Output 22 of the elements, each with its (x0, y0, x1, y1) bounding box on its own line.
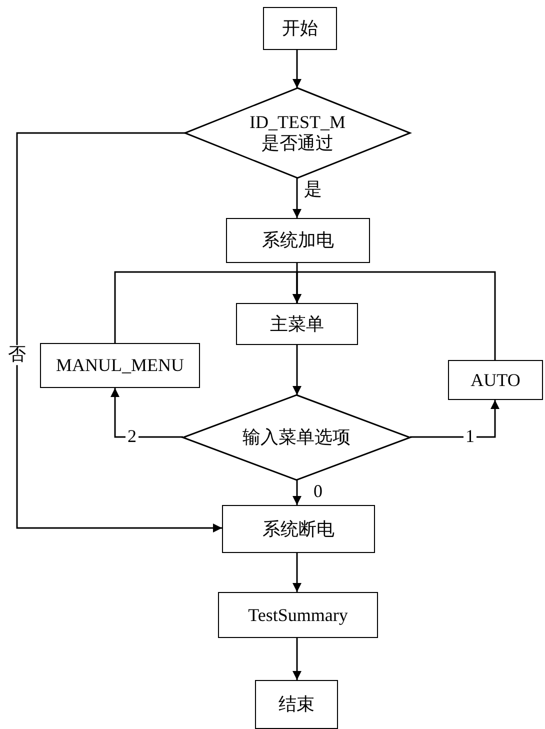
process-box: 主菜单 (236, 303, 358, 345)
process-box: AUTO (448, 360, 543, 400)
arrow (292, 50, 302, 88)
process-box: 结束 (255, 680, 338, 729)
arrow (16, 132, 222, 532)
decision-diamond: 输入菜单选项 (183, 395, 410, 480)
decision-diamond: ID_TEST_M 是否通过 (185, 88, 410, 178)
arrow (292, 480, 302, 505)
process-box: TestSummary (218, 592, 378, 638)
arrow (292, 271, 496, 360)
process-box: 系统断电 (222, 505, 375, 553)
arrow (110, 388, 183, 438)
process-box: 开始 (263, 7, 337, 50)
process-box: 系统加电 (226, 218, 370, 263)
arrow (292, 553, 302, 592)
edge-label: 否 (6, 345, 28, 365)
arrow (292, 345, 302, 395)
arrow (410, 400, 500, 438)
arrow (292, 178, 302, 218)
arrow (292, 638, 302, 680)
edge-label: 是 (302, 180, 324, 200)
process-box: MANUL_MENU (40, 343, 200, 388)
